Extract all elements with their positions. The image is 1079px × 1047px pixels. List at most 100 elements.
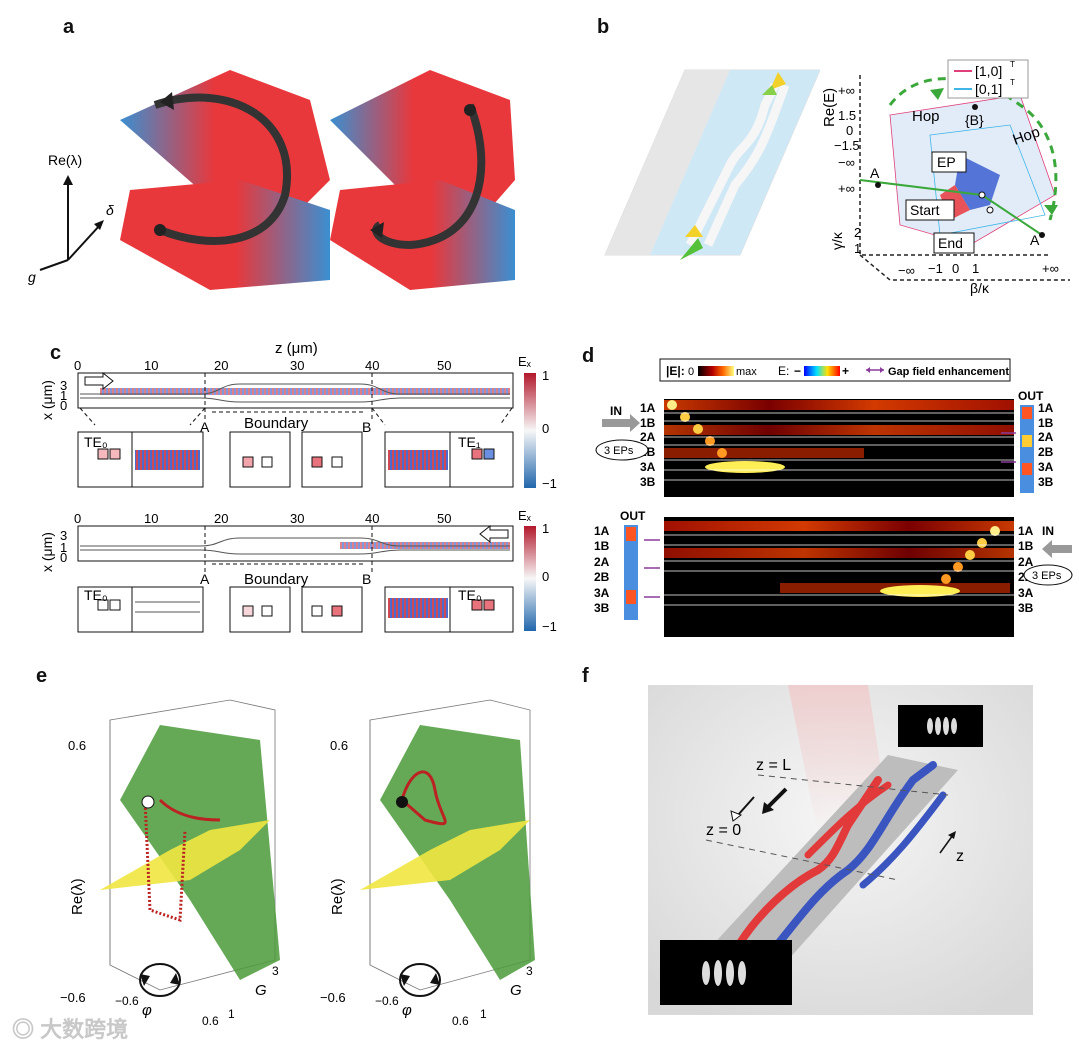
d-top-out-2a: 2A — [1038, 430, 1054, 444]
hop-path — [888, 77, 1058, 221]
ep-label: EP — [937, 154, 956, 170]
d-bottom-out-2b: 2B — [594, 570, 610, 584]
e-left-re-label: Re(λ) — [69, 878, 86, 915]
axis-label-re-lambda: Re(λ) — [48, 152, 82, 168]
re-e-axis-label: Re(E) — [821, 88, 838, 127]
c-bottom-cbar-tick-1: 1 — [542, 521, 549, 536]
d-legend-abs-e: |E|: — [666, 364, 685, 378]
panel-e-figure: 0.6 −0.6 Re(λ) −0.6 0.6 φ G 3 1 0.6 −0.6… — [60, 699, 535, 1028]
e-right-plot: 0.6 −0.6 Re(λ) −0.6 0.6 φ G 3 1 — [320, 699, 535, 1028]
d-bottom-eps-label: 3 EPs — [1032, 570, 1062, 582]
legend-label-1: [1,0] — [975, 63, 1002, 79]
encircling-path-left — [153, 93, 291, 245]
c-top-cbar-tick-m1: −1 — [542, 476, 557, 491]
b-set-label: {B} — [965, 112, 984, 128]
f-z-0-label: z = 0 — [706, 822, 741, 839]
c-top-left-mode: TE₀ — [84, 434, 108, 450]
e-right-ytick-top: 0.6 — [330, 738, 348, 753]
c-z-axis-label: z (μm) — [275, 340, 318, 357]
beta-tick-2: 0 — [952, 261, 959, 276]
d-bottom-out-3b: 3B — [594, 601, 610, 615]
c-z-tick-2: 20 — [214, 358, 228, 373]
point-a-label: A — [870, 165, 880, 181]
panel-d-figure: |E|: 0 max E: − + Gap field enhancement … — [594, 358, 1073, 637]
e-left-ytick-top: 0.6 — [68, 738, 86, 753]
c-z-tick-1: 10 — [144, 358, 158, 373]
gamma-axis-label: γ/κ — [829, 231, 845, 250]
d-legend-max: max — [736, 366, 757, 378]
f-input-mode-image — [660, 940, 792, 1005]
end-label: End — [938, 235, 963, 251]
waveguide-2 — [703, 83, 790, 247]
c-b-z-tick-1: 10 — [144, 511, 158, 526]
output-arrow — [770, 72, 786, 90]
c-bottom-cbar-tick-0: 0 — [542, 569, 549, 584]
watermark-logo-icon: ◎ — [12, 1017, 35, 1042]
c-bottom-input-arrow — [479, 524, 509, 544]
d-top-port-1a: 1A — [640, 401, 656, 415]
panel-label-e: e — [36, 665, 48, 687]
panel-label-a: a — [63, 16, 75, 38]
e-left-g-label: G — [255, 982, 267, 999]
f-z-axis-label: z — [956, 848, 964, 865]
d-bottom-out-2a: 2A — [594, 555, 610, 569]
d-top-port-2a: 2A — [640, 430, 656, 444]
panel-b-waveguide — [604, 69, 820, 260]
d-bottom-port-1b: 1B — [1018, 539, 1034, 553]
d-top-out-1a: 1A — [1038, 401, 1054, 415]
c-bottom-point-b: B — [362, 571, 371, 587]
d-top-port-3b: 3B — [640, 475, 656, 489]
arrowhead-right — [370, 222, 384, 238]
c-top-colorbar — [524, 373, 536, 488]
e-left-phi-label: φ — [142, 1002, 152, 1019]
f-z-l-label: z = L — [756, 757, 791, 774]
f-waveguide-red — [736, 776, 882, 947]
d-legend-minus: − — [794, 364, 801, 378]
d-bottom-field-map — [664, 517, 1014, 637]
d-legend-plus: + — [842, 364, 849, 378]
c-z-tick-5: 50 — [437, 358, 451, 373]
axis-label-g: g — [28, 269, 36, 285]
e-left-g-one: 1 — [228, 1007, 235, 1021]
beta-axis-label: β/κ — [970, 280, 990, 296]
e-right-ytick-bottom: −0.6 — [320, 990, 346, 1005]
re-tick-1: 1.5 — [838, 108, 856, 123]
c-bottom-left-mode: TE₀ — [84, 587, 108, 603]
beta-tick-4: +∞ — [1042, 261, 1059, 276]
d-top-out-label: OUT — [1018, 389, 1044, 403]
d-bottom-port-3a: 3A — [1018, 586, 1034, 600]
d-bottom-port-3b: 3B — [1018, 601, 1034, 615]
d-legend-gap: Gap field enhancement — [888, 366, 1009, 378]
panel-label-c: c — [50, 342, 62, 364]
e-right-g-three: 3 — [526, 964, 533, 978]
c-bottom-colorbar — [524, 526, 536, 631]
c-top-cbar-tick-0: 0 — [542, 421, 549, 436]
legend-sup-2: T — [1010, 78, 1015, 87]
panel-a-figure: Re(λ) δ g — [28, 70, 515, 290]
c-z-tick-0: 0 — [74, 358, 81, 373]
re-tick-4: −∞ — [838, 155, 855, 170]
d-top-out-1b: 1B — [1038, 416, 1054, 430]
re-tick-0: +∞ — [838, 83, 855, 98]
d-bottom-port-1a: 1A — [1018, 524, 1034, 538]
beta-tick-1: −1 — [928, 261, 943, 276]
hop-label-left: Hop — [912, 108, 940, 125]
d-top-port-3a: 3A — [640, 460, 656, 474]
c-top-right-mode: TE₁ — [458, 434, 481, 450]
c-bottom-colorbar-title: Eₓ — [518, 508, 532, 523]
c-top-colorbar-title: Eₓ — [518, 354, 532, 369]
d-top-in-label: IN — [610, 404, 622, 418]
d-legend-e: E: — [778, 364, 789, 378]
axis-g-line — [39, 259, 69, 271]
f-arrow-solid — [762, 802, 774, 814]
c-bottom-x-tick-3: 3 — [60, 528, 67, 543]
c-b-z-tick-4: 40 — [365, 511, 379, 526]
d-bottom-out-3a: 3A — [594, 586, 610, 600]
c-top-x-tick-3: 3 — [60, 378, 67, 393]
substrate-block — [605, 70, 730, 255]
c-b-z-tick-0: 0 — [74, 511, 81, 526]
e-right-phi-right: 0.6 — [452, 1014, 469, 1028]
e-left-ytick-bottom: −0.6 — [60, 990, 86, 1005]
start-dot-left — [154, 224, 166, 236]
d-bottom-port-2a: 2A — [1018, 555, 1034, 569]
